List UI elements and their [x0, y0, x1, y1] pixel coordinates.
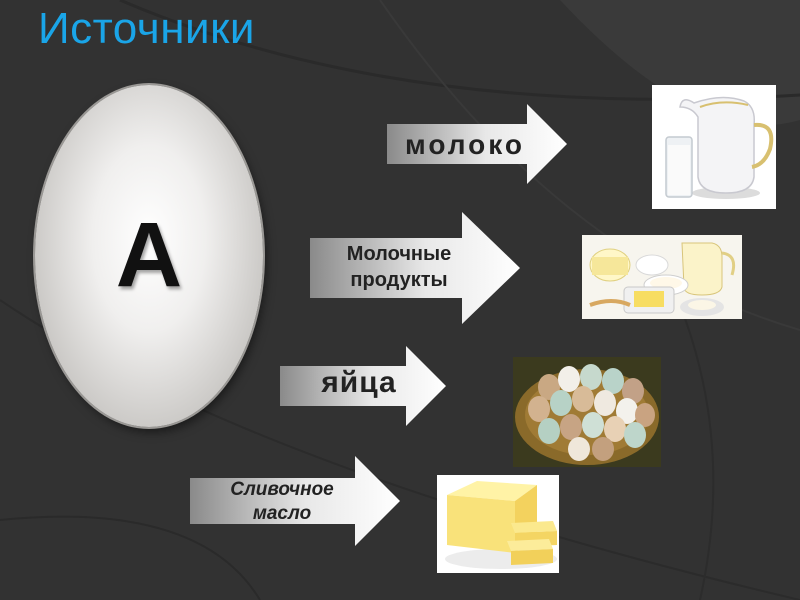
arrow-shape — [190, 456, 400, 546]
arrow-shape — [280, 346, 446, 426]
source-label-line: масло — [252, 503, 312, 524]
source-label-line: продукты — [350, 269, 448, 291]
source-arrow-butter: Сливочное масло — [190, 456, 400, 546]
source-arrow-milk: молоко — [387, 104, 567, 184]
dairy-products-image — [582, 235, 742, 319]
vitamin-letter: А — [115, 204, 183, 306]
eggs-basket-image — [513, 357, 661, 467]
source-arrow-eggs: яйца — [280, 346, 446, 426]
vitamin-egg-shape: А — [35, 85, 263, 427]
source-arrow-dairy: Молочные продукты — [310, 212, 520, 324]
milk-jug-image — [652, 85, 776, 209]
arrow-shape — [310, 212, 520, 324]
butter-image — [437, 475, 559, 573]
source-label-line: яйца — [321, 366, 397, 399]
page-title: Источники — [38, 4, 255, 53]
source-label-line: Сливочное — [230, 479, 334, 500]
source-label-line: молоко — [404, 129, 526, 160]
arrow-shape — [387, 104, 567, 184]
source-label-line: Молочные — [346, 243, 452, 265]
